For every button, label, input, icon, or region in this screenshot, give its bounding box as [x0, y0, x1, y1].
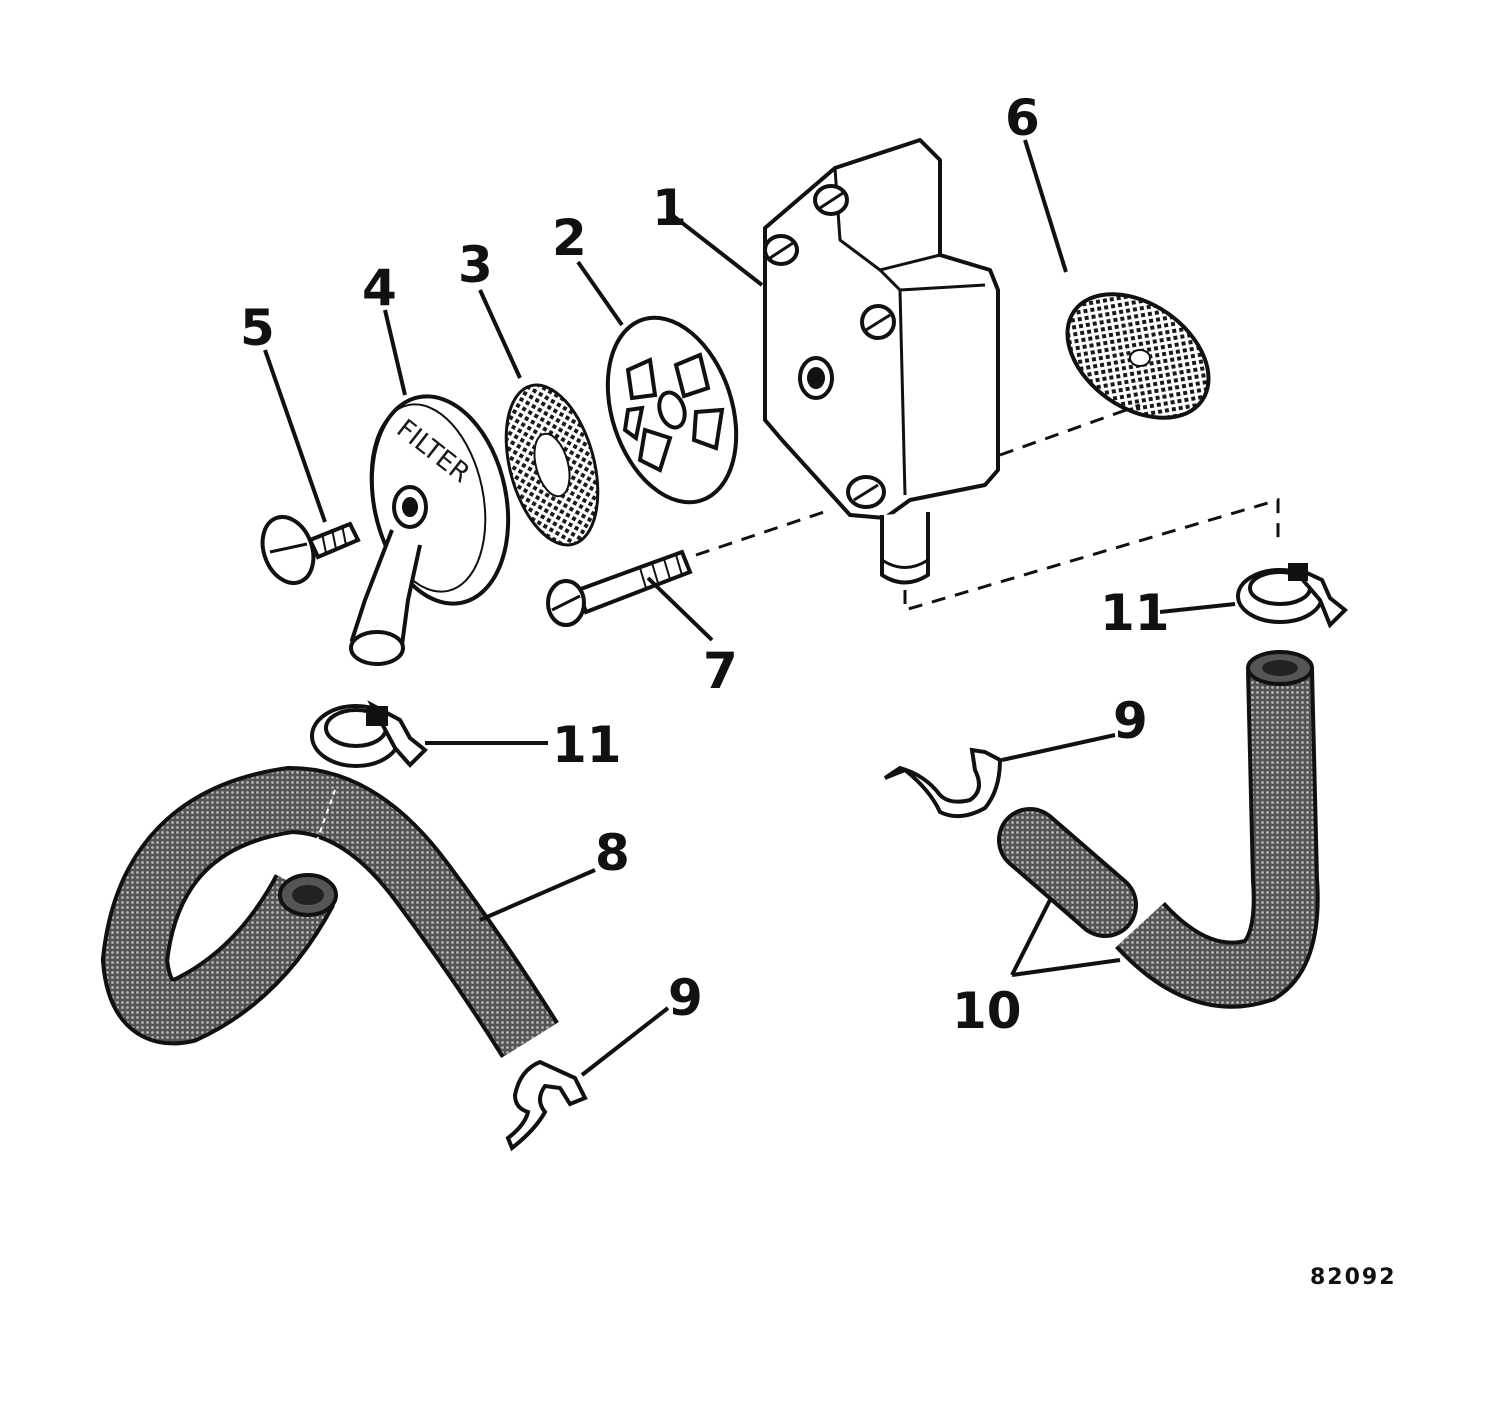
- hose-clamp-icon: [1236, 563, 1348, 629]
- hose-section-icon: [1115, 650, 1320, 1009]
- callout-5: 5: [240, 299, 275, 357]
- tie-strap-icon: [883, 747, 1003, 819]
- fuel-hose-icon: [100, 765, 559, 1059]
- callout-11b: 11: [552, 716, 622, 774]
- callout-9a: 9: [668, 969, 703, 1027]
- callout-1: 1: [652, 179, 687, 237]
- hose-clamp-icon: [310, 700, 428, 768]
- assembly-guide-lines: [695, 403, 1280, 613]
- filter-cover-icon: [349, 394, 511, 666]
- callout-10: 10: [952, 982, 1022, 1040]
- leader-lines: [263, 139, 1236, 1077]
- figure-number: 82092: [1310, 1265, 1397, 1290]
- callouts: 1 2 3 4 5 6 7 8 9 9 10 11 11: [240, 89, 1170, 1040]
- fuel-pump-body-icon: [763, 138, 1000, 585]
- filter-screen-icon: [504, 383, 600, 547]
- callout-11a: 11: [1100, 584, 1170, 642]
- callout-8: 8: [595, 824, 630, 882]
- filter-plate-icon: [605, 315, 739, 505]
- callout-9b: 9: [1113, 692, 1148, 750]
- hose-section-icon: [997, 807, 1138, 938]
- callout-7: 7: [703, 642, 738, 700]
- gasket-icon: [1065, 292, 1211, 420]
- thumb-screw-icon: [260, 515, 361, 585]
- callout-4: 4: [362, 259, 397, 317]
- pump-screw-icon: [546, 549, 693, 627]
- callout-6: 6: [1005, 89, 1040, 147]
- tie-strap-icon: [505, 1059, 588, 1152]
- callout-2: 2: [552, 209, 587, 267]
- callout-3: 3: [458, 236, 493, 294]
